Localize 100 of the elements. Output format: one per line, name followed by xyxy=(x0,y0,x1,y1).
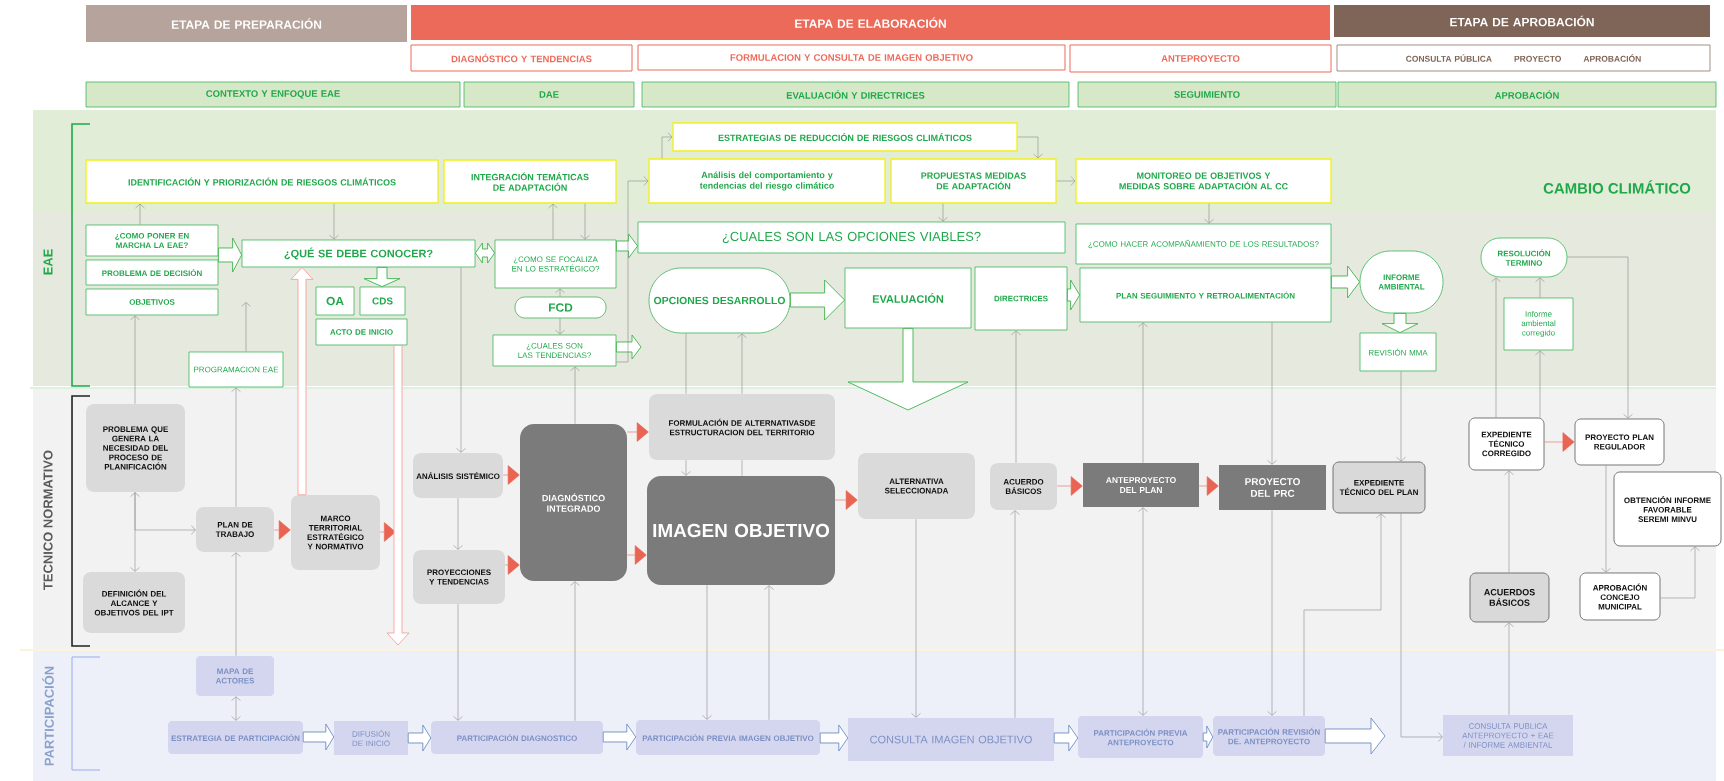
arrow xyxy=(130,492,140,572)
arrow xyxy=(570,366,580,425)
process-box: DIAGNÓSTICO INTEGRADO xyxy=(520,424,627,581)
block-arrow xyxy=(1324,717,1386,755)
block-arrow xyxy=(819,724,849,752)
participation-box: CONSULTA IMAGEN OBJETIVO xyxy=(848,718,1054,761)
chevron-arrow xyxy=(1198,476,1219,496)
chevron-arrow xyxy=(502,465,520,485)
process-box: OA xyxy=(315,286,355,316)
phase-band: EVALUACIÓN Y DIRECTRICES xyxy=(641,81,1070,108)
phase-band: APROBACIÓN xyxy=(1337,81,1717,108)
question-box: ¿CUALES SON LAS OPCIONES VIABLES? xyxy=(637,221,1066,254)
process-box: IMAGEN OBJETIVO xyxy=(647,476,835,585)
arrow xyxy=(1660,546,1700,599)
arrow xyxy=(661,132,673,159)
block-arrow xyxy=(407,724,432,752)
chevron-arrow xyxy=(504,555,520,575)
arrow xyxy=(1267,322,1277,465)
arrow xyxy=(1396,371,1406,462)
arrow xyxy=(1491,277,1501,418)
arrow xyxy=(938,203,948,222)
arrow xyxy=(1017,136,1043,159)
arrow xyxy=(1504,470,1514,573)
block-arrow xyxy=(789,279,846,321)
arrow xyxy=(453,497,463,550)
stage-header: ETAPA DE PREPARACIÓN xyxy=(86,5,407,42)
chevron-arrow xyxy=(1544,432,1575,452)
arrow xyxy=(616,176,649,363)
topic-box: Análisis del comportamiento y tendencias del riesgo climático xyxy=(648,158,886,204)
topic-box: INTEGRACIÓN TEMÁTICAS DE ADAPTACIÓN xyxy=(443,159,617,204)
topic-box: IDENTIFICACIÓN Y PRIORIZACIÓN DE RIESGOS CLIMÁTICOS xyxy=(85,159,439,204)
arrow xyxy=(1204,203,1214,224)
block-arrow xyxy=(474,242,496,264)
arrow xyxy=(1010,510,1020,719)
arrow xyxy=(130,315,140,405)
arrow xyxy=(580,203,590,240)
process-box: PROYECTO DEL PRC xyxy=(1219,465,1326,510)
arrow xyxy=(1400,513,1443,742)
arrow xyxy=(702,584,712,720)
block-arrow xyxy=(1381,312,1419,334)
arrow xyxy=(570,581,580,722)
arrow xyxy=(1011,330,1021,464)
arrow xyxy=(1601,465,1611,573)
chevron-arrow xyxy=(273,520,291,540)
arrow xyxy=(1138,322,1148,464)
block-arrow xyxy=(1053,724,1079,752)
arrow xyxy=(1567,256,1633,419)
arrow xyxy=(231,387,241,508)
arrow xyxy=(329,203,339,240)
arrow xyxy=(737,333,747,395)
topic-box: MONITOREO DE OBJETIVOS Y MEDIDAS SOBRE ADAPTACIÓN AL CC xyxy=(1075,158,1332,204)
stage-header: ETAPA DE APROBACIÓN xyxy=(1334,5,1710,37)
lane-label: PARTICIPACIÓN xyxy=(42,666,54,766)
arrow xyxy=(1504,622,1514,716)
section-title: CAMBIO CLIMÁTICO xyxy=(1543,180,1691,194)
arrow xyxy=(555,318,565,335)
process-box: EVALUACIÓN xyxy=(844,267,972,329)
arrow xyxy=(456,267,466,453)
phase-band: CONTEXTO Y ENFOQUE EAE xyxy=(85,81,461,108)
topic-box: PROPUESTAS MEDIDAS DE ADAPTACIÓN xyxy=(890,158,1057,204)
arrow xyxy=(1303,513,1386,717)
phase-box: DIAGNÓSTICO Y TENDENCIAS xyxy=(410,44,633,72)
arrow xyxy=(1535,350,1545,418)
block-arrow xyxy=(615,233,639,259)
block-arrow xyxy=(363,266,401,288)
phase-box: FORMULACION Y CONSULTA DE IMAGEN OBJETIVO xyxy=(637,44,1066,71)
arrow xyxy=(1535,277,1545,298)
phase-band: DAE xyxy=(463,81,635,108)
block-arrow xyxy=(1202,725,1214,749)
phase-box: ANTEPROYECTO xyxy=(1069,44,1332,73)
phase-band: SEGUIMIENTO xyxy=(1077,81,1337,108)
arrow xyxy=(764,585,774,721)
arrow xyxy=(1267,509,1277,716)
arrow xyxy=(911,518,921,718)
chevron-arrow xyxy=(626,545,647,565)
lane-label: TECNICO NORMATIVO xyxy=(43,450,53,590)
phase-box: CONSULTA PÚBLICA PROYECTO APROBACIÓN xyxy=(1336,44,1711,72)
chevron-arrow xyxy=(626,422,649,442)
block-arrow xyxy=(386,344,410,646)
topic-box: ESTRATEGIAS DE REDUCCIÓN DE RIESGOS CLIMÁTICOS xyxy=(672,122,1018,152)
arrow xyxy=(134,491,196,535)
process-box: CDS xyxy=(359,286,406,316)
arrow xyxy=(548,203,558,240)
arrow xyxy=(241,302,251,352)
process-box: ANTEPROYECTO DEL PLAN xyxy=(1083,463,1199,507)
arrow xyxy=(231,552,241,657)
process-box: ¿QUÉ SE DEBE CONOCER? xyxy=(241,239,476,268)
block-arrow xyxy=(847,327,969,411)
block-arrow xyxy=(302,723,335,751)
arrow xyxy=(1056,176,1076,186)
rounded-box: FCD xyxy=(514,296,607,319)
chevron-arrow xyxy=(1056,476,1083,496)
block-arrow xyxy=(1330,265,1361,299)
stage-header: ETAPA DE ELABORACIÓN xyxy=(411,5,1330,40)
arrow xyxy=(1138,507,1148,716)
block-arrow xyxy=(602,723,637,751)
process-box: ACUERDOS BÁSICOS xyxy=(1469,572,1550,623)
block-arrow xyxy=(615,334,642,360)
lane-label: EAE xyxy=(43,249,53,275)
arrow xyxy=(231,696,241,721)
